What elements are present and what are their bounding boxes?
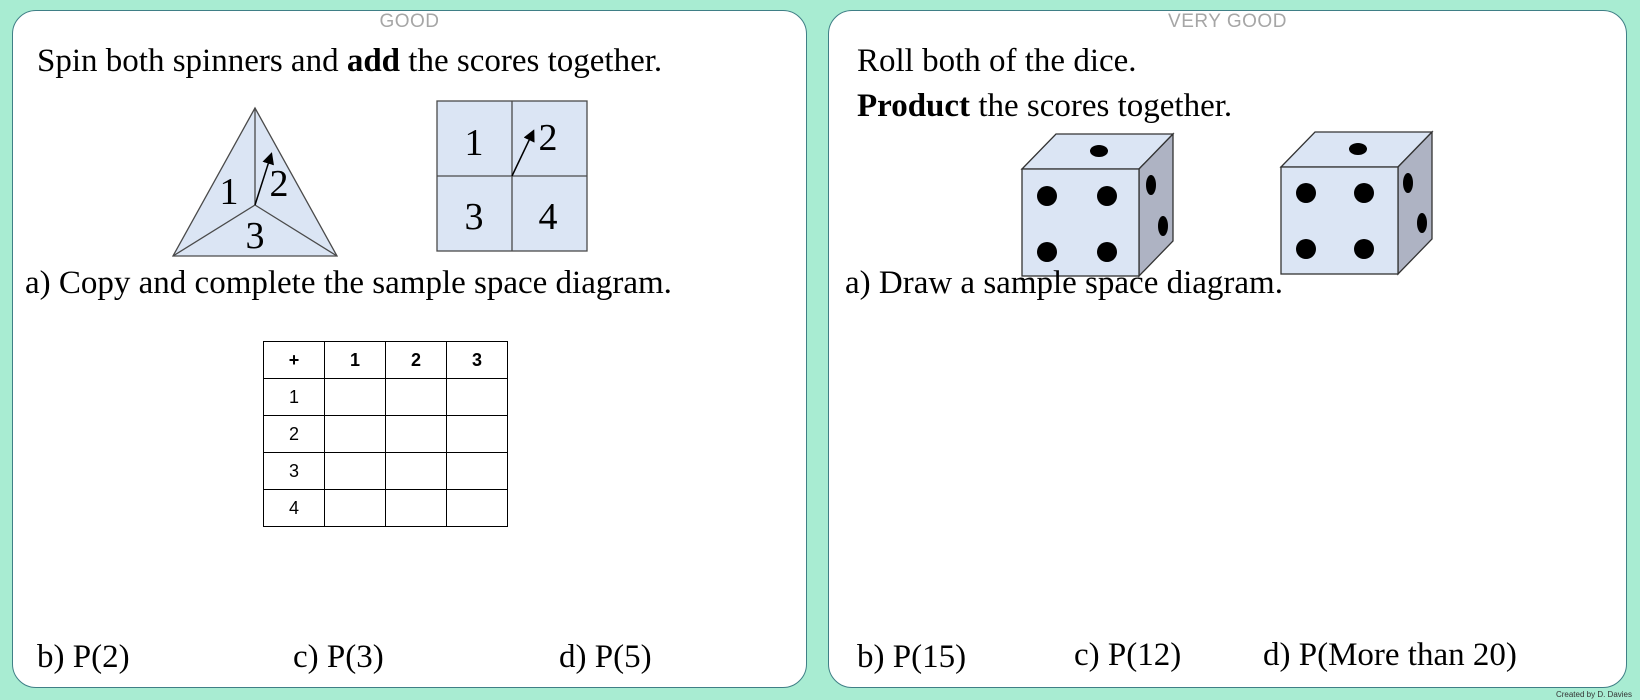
table-row: 3 (263, 452, 508, 490)
square-label-4: 4 (539, 196, 558, 238)
spinner-arrow (511, 129, 535, 177)
difficulty-label: VERY GOOD (1168, 11, 1287, 32)
table-row: 2 (263, 415, 508, 453)
spinner-arrow (254, 152, 274, 206)
table-cell (324, 489, 386, 527)
table-cell (446, 452, 508, 490)
table-cell (385, 378, 447, 416)
table-header-cell: 1 (324, 341, 386, 379)
triangle-label-3: 3 (246, 215, 265, 257)
credit-text: Created by D. Davies (1555, 690, 1632, 699)
very-good-question-card: VERY GOOD Roll both of the dice. Product… (828, 10, 1627, 688)
table-cell (385, 415, 447, 453)
triangle-label-2: 2 (270, 163, 289, 205)
table-cell (446, 415, 508, 453)
row-label-cell: 2 (263, 415, 325, 453)
part-c-text: c) P(12) (1074, 637, 1182, 673)
question-intro: Spin both spinners and add the scores to… (37, 43, 662, 80)
die-right (1279, 130, 1434, 276)
part-b-text: b) P(2) (37, 639, 130, 675)
table-row: 1 (263, 378, 508, 416)
part-c-text: c) P(3) (293, 639, 384, 675)
intro-text-bold: add (346, 43, 401, 79)
table-cell (324, 415, 386, 453)
square-spinner: 1 2 3 4 (436, 100, 588, 252)
part-a-text: a) Copy and complete the sample space di… (25, 265, 672, 301)
table-header-row: + 1 2 3 (263, 341, 508, 379)
intro-text-post: the scores together. (400, 43, 663, 79)
line2-text-bold: Product (857, 88, 971, 124)
square-label-3: 3 (465, 196, 484, 238)
triangle-spinner: 1 2 3 (171, 106, 339, 257)
line2-text-post: the scores together. (970, 88, 1233, 124)
part-b-text: b) P(15) (857, 639, 967, 675)
part-a-text: a) Draw a sample space diagram. (845, 265, 1283, 301)
triangle-label-1: 1 (220, 171, 239, 213)
table-cell (385, 452, 447, 490)
table-cell (324, 452, 386, 490)
sample-space-table: + 1 2 3 1 2 3 4 (263, 341, 508, 527)
question-line-2: Product the scores together. (857, 88, 1232, 125)
square-label-1: 1 (465, 122, 484, 164)
row-label-cell: 4 (263, 489, 325, 527)
table-header-cell: 2 (385, 341, 447, 379)
table-cell (324, 378, 386, 416)
question-line-1: Roll both of the dice. (857, 43, 1137, 79)
table-header-cell: 3 (446, 341, 508, 379)
die-left (1020, 132, 1175, 278)
part-d-text: d) P(5) (559, 639, 652, 675)
intro-text-pre: Spin both spinners and (37, 43, 347, 79)
table-cell (446, 378, 508, 416)
square-label-2: 2 (539, 117, 558, 159)
row-label-cell: 3 (263, 452, 325, 490)
difficulty-label: GOOD (379, 11, 440, 32)
table-header-cell: + (263, 341, 325, 379)
table-cell (385, 489, 447, 527)
part-d-text: d) P(More than 20) (1263, 637, 1517, 673)
good-question-card: GOOD Spin both spinners and add the scor… (12, 10, 807, 688)
table-cell (446, 489, 508, 527)
table-row: 4 (263, 489, 508, 527)
row-label-cell: 1 (263, 378, 325, 416)
